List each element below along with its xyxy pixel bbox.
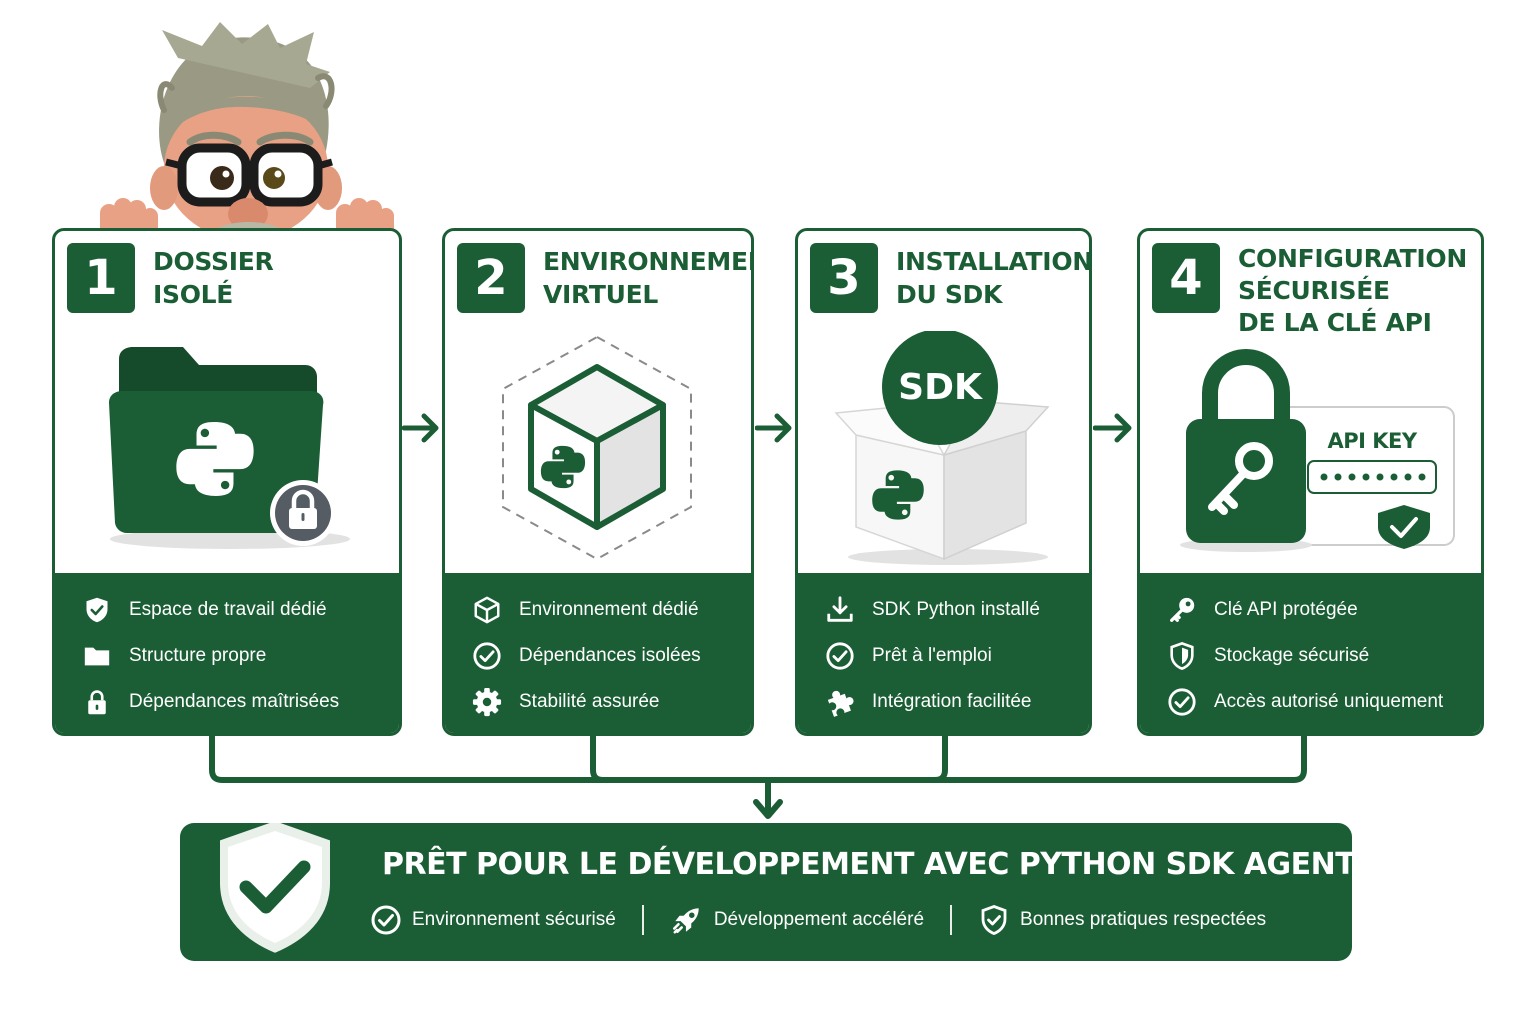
banner-item: Bonnes pratiques respectées	[978, 904, 1266, 936]
arrow-right-icon	[402, 413, 439, 443]
api-key-label: API KEY	[1327, 429, 1417, 453]
divider	[641, 905, 644, 935]
step-number: 4	[1152, 243, 1220, 313]
cube-icon	[472, 595, 502, 625]
padlock-icon	[83, 687, 111, 717]
folder-icon	[82, 641, 112, 671]
feature-item: Stabilité assurée	[445, 679, 751, 725]
arrow-right-icon	[755, 413, 792, 443]
banner-title: PRÊT POUR LE DÉVELOPPEMENT AVEC PYTHON S…	[382, 847, 1352, 882]
feature-list: Clé API protégée Stockage sécurisé Accès…	[1140, 573, 1481, 733]
feature-list: Espace de travail dédié Structure propre…	[55, 573, 399, 733]
sdk-box-illustration	[834, 331, 1050, 565]
feature-item: Intégration facilitée	[798, 679, 1089, 725]
feature-item: Clé API protégée	[1140, 587, 1481, 633]
step-number: 1	[67, 243, 135, 313]
puzzle-icon	[824, 686, 856, 718]
step-number: 3	[810, 243, 878, 313]
divider	[950, 905, 953, 935]
feature-item: Environnement dédié	[445, 587, 751, 633]
check-circle-icon	[472, 641, 502, 671]
key-icon	[1167, 595, 1197, 625]
mascot-illustration	[100, 22, 394, 238]
banner-item: Développement accéléré	[670, 903, 924, 937]
check-circle-icon	[370, 904, 402, 936]
step-title: ENVIRONNEMENTVIRTUEL	[543, 247, 751, 309]
shield-check-icon	[216, 823, 334, 958]
rocket-icon	[670, 903, 704, 937]
feature-list: Environnement dédié Dépendances isolées …	[445, 573, 751, 733]
ready-banner: PRÊT POUR LE DÉVELOPPEMENT AVEC PYTHON S…	[180, 823, 1352, 961]
api-key-lock-illustration	[1180, 349, 1455, 552]
feature-item: Structure propre	[55, 633, 399, 679]
feature-item: SDK Python installé	[798, 587, 1089, 633]
feature-item: Espace de travail dédié	[55, 587, 399, 633]
feature-item: Accès autorisé uniquement	[1140, 679, 1481, 725]
check-circle-icon	[825, 641, 855, 671]
feature-item: Prêt à l'emploi	[798, 633, 1089, 679]
virtual-environment-cube-illustration	[502, 335, 692, 561]
shield-check-icon	[83, 596, 111, 624]
merge-connector	[209, 736, 1307, 819]
feature-item: Stockage sécurisé	[1140, 633, 1481, 679]
banner-item: Environnement sécurisé	[370, 904, 616, 936]
feature-item: Dépendances isolées	[445, 633, 751, 679]
feature-list: SDK Python installé Prêt à l'emploi Inté…	[798, 573, 1089, 733]
sdk-badge-label: SDK	[898, 367, 982, 408]
arrow-right-icon	[1093, 413, 1132, 443]
step-card-2: 2 ENVIRONNEMENTVIRTUEL Environnement déd…	[442, 228, 754, 736]
banner-items: Environnement sécurisé Développement acc…	[370, 903, 1266, 937]
feature-item: Dépendances maîtrisées	[55, 679, 399, 725]
shield-check-icon	[978, 904, 1010, 936]
shield-icon	[1167, 641, 1197, 671]
check-circle-icon	[1167, 687, 1197, 717]
python-folder-illustration	[109, 347, 350, 549]
download-icon	[825, 595, 855, 625]
gear-icon	[472, 687, 502, 717]
step-number: 2	[457, 243, 525, 313]
